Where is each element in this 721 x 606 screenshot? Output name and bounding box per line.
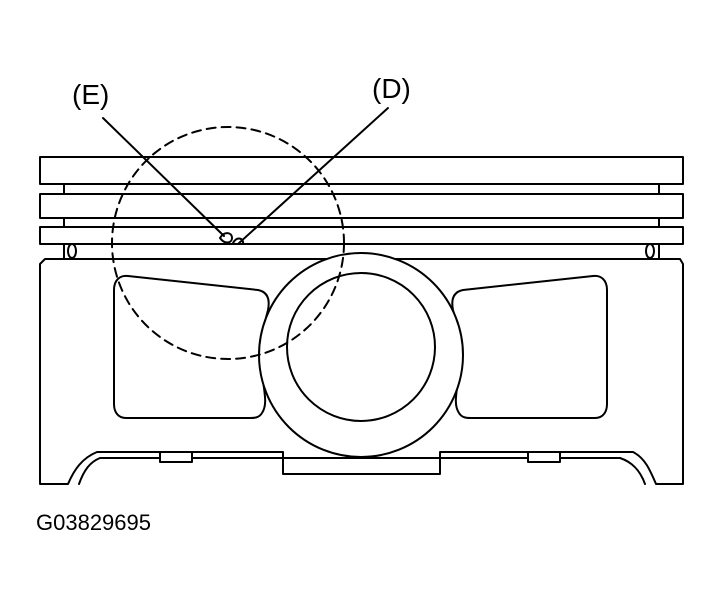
detail-circle (111, 126, 345, 360)
second-ring (39, 193, 684, 219)
piston-pin-bore (286, 272, 436, 422)
pin-boss (258, 252, 464, 458)
skirt-boss-left (159, 451, 193, 463)
piston-skirt-inner (78, 457, 646, 485)
callout-e: (E) (72, 79, 109, 110)
leader-line-e (102, 117, 225, 237)
oil-hole-right (645, 243, 655, 259)
callout-d: (D) (372, 73, 411, 104)
figure-id: G03829695 (36, 510, 151, 535)
ring-land-edges (63, 183, 660, 260)
piston-window-left (113, 274, 270, 419)
ring-gap-e (219, 232, 233, 244)
leader-line-d (237, 107, 389, 245)
piston-body (39, 258, 684, 485)
skirt-boss-right (527, 451, 561, 463)
piston-window-right (451, 274, 608, 419)
oil-hole-left (67, 243, 77, 259)
oil-ring (39, 226, 684, 245)
ring-gap-d (232, 237, 245, 245)
